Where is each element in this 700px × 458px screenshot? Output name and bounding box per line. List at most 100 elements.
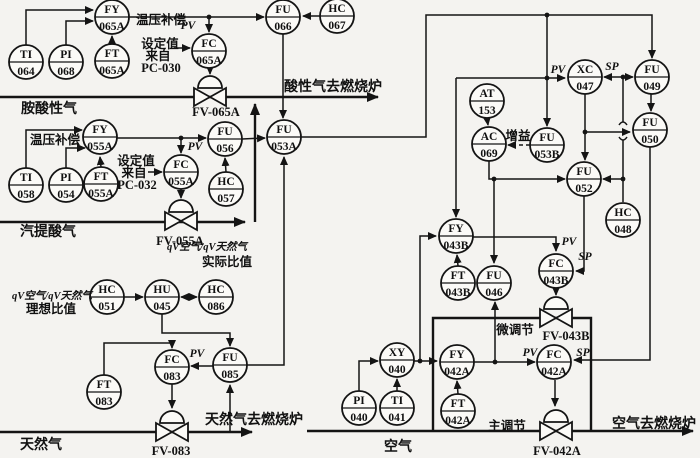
instrument-hc048: HC 048	[605, 202, 641, 238]
svg-text:AC: AC	[481, 131, 498, 143]
svg-text:048: 048	[614, 224, 632, 236]
svg-text:068: 068	[57, 66, 75, 78]
svg-text:TI: TI	[20, 49, 33, 61]
svg-text:086: 086	[207, 301, 225, 313]
svg-text:050: 050	[641, 134, 659, 146]
valve-fv055a: FV-055A	[156, 199, 204, 248]
label-actual-ratio: 实际比值	[202, 254, 253, 269]
svg-text:FU: FU	[276, 124, 292, 136]
label-pv-fc043b: PV	[562, 236, 578, 248]
instrument-ac069: AC 069	[471, 126, 507, 162]
svg-text:HU: HU	[153, 284, 171, 296]
sig-hc057-fu056	[221, 157, 230, 173]
svg-text:TI: TI	[20, 172, 33, 184]
svg-text:FU: FU	[539, 132, 555, 144]
svg-text:040: 040	[350, 412, 368, 424]
svg-text:053A: 053A	[271, 141, 297, 153]
svg-text:043B: 043B	[446, 287, 471, 299]
label-main-control: 主调节	[488, 418, 526, 433]
svg-text:051: 051	[98, 301, 116, 313]
svg-text:045: 045	[153, 301, 171, 313]
svg-text:FU: FU	[486, 270, 502, 282]
svg-text:HC: HC	[614, 207, 631, 219]
label-natural-gas: 天然气	[20, 436, 62, 452]
svg-text:FT: FT	[94, 171, 109, 183]
instrument-fy065a: FY 065A	[94, 0, 130, 35]
valve-fv042a: FV-042A	[533, 409, 581, 458]
instrument-fu053a: FU 053A	[266, 119, 302, 155]
valve-body-icon	[193, 86, 227, 108]
svg-text:065A: 065A	[99, 65, 125, 77]
instrument-ft083: FT 083	[86, 374, 122, 410]
svg-text:041: 041	[388, 412, 406, 424]
sig-fu050-fc042a-sp	[573, 147, 651, 364]
svg-text:047: 047	[576, 81, 594, 93]
svg-text:HC: HC	[328, 3, 345, 15]
svg-text:FY: FY	[104, 4, 120, 16]
sig-ft042a-fy042a	[453, 380, 462, 395]
svg-text:FY: FY	[449, 349, 465, 361]
svg-text:069: 069	[480, 148, 498, 160]
control-valves: FV-065A FV-055A FV-083 FV-042A FV-043B	[152, 75, 590, 458]
svg-text:065A: 065A	[99, 21, 125, 33]
svg-text:053B: 053B	[535, 149, 560, 161]
svg-text:FY: FY	[448, 223, 464, 235]
instrument-fu085: FU 085	[212, 347, 248, 383]
svg-text:083: 083	[95, 396, 113, 408]
sig-fy043b-fc043b-pv	[473, 236, 560, 252]
instrument-ft042a: FT 042A	[440, 393, 476, 429]
label-air-to-furnace: 空气去燃烧炉	[612, 415, 696, 431]
svg-text:FT: FT	[97, 379, 112, 391]
svg-text:040: 040	[388, 364, 406, 376]
svg-text:FU: FU	[222, 352, 238, 364]
valve-fv043b: FV-043B	[539, 296, 590, 343]
sig-hu045-fu085	[161, 314, 234, 347]
svg-text:HC: HC	[217, 176, 234, 188]
sig-fu052-fc043b-sp	[575, 196, 585, 275]
signal-lines	[25, 6, 656, 432]
sig-fu056-fu053a	[241, 134, 266, 143]
valve-actuator-icon	[543, 296, 569, 310]
valve-body-icon	[155, 421, 189, 443]
valve-label: FV-043B	[543, 329, 590, 343]
label-sp-fc042a: SP	[576, 347, 590, 359]
valve-label: FV-042A	[533, 444, 581, 458]
label-pv-fc042a: PV	[523, 347, 539, 359]
labels: 胺酸性气 汽提酸气 天然气 空气 酸性气去燃烧炉 天然气去燃烧炉 空气去燃烧炉 …	[12, 12, 696, 454]
line-hop-lower	[618, 136, 628, 141]
svg-text:FC: FC	[548, 258, 563, 270]
label-fine-control: 微调节	[495, 322, 534, 337]
svg-text:042A: 042A	[445, 415, 471, 427]
svg-text:FC: FC	[173, 159, 188, 171]
svg-text:083: 083	[163, 371, 181, 383]
svg-text:PI: PI	[353, 395, 365, 407]
valve-actuator-icon	[197, 75, 223, 89]
sig-fu085-fu053a	[247, 156, 288, 366]
valve-fv065a: FV-065A	[192, 75, 240, 119]
label-pc032: PC-032	[117, 178, 157, 192]
svg-text:085: 085	[221, 369, 239, 381]
valve-label: FV-083	[152, 444, 191, 458]
label-setpoint-1: 设定值	[141, 36, 179, 51]
label-pc030: PC-030	[141, 61, 181, 75]
valve-label: FV-065A	[192, 105, 240, 119]
svg-text:064: 064	[17, 66, 35, 78]
valve-actuator-icon	[543, 409, 569, 423]
svg-text:FT: FT	[451, 398, 466, 410]
svg-text:FY: FY	[92, 124, 108, 136]
